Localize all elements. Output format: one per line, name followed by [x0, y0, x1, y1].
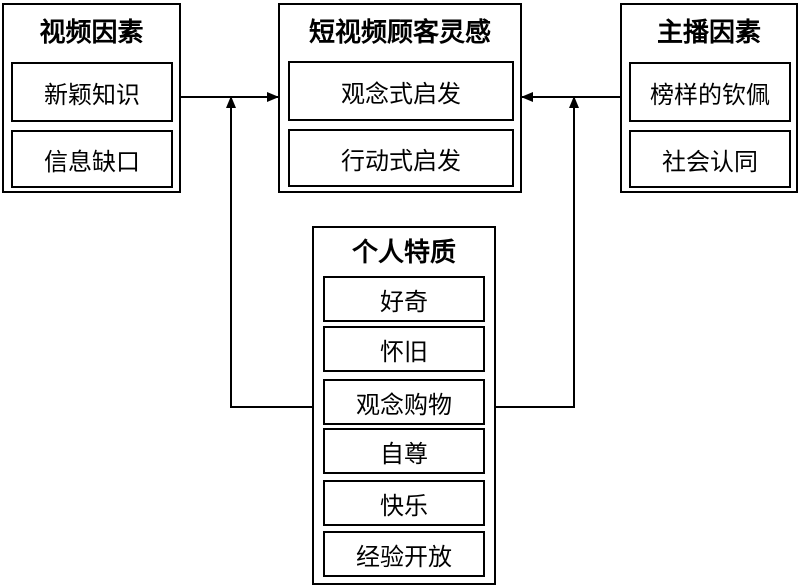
arrow-traits-to-video-link — [226, 96, 312, 408]
anchor-factor-item: 社会认同 — [629, 130, 791, 188]
inspiration-item: 观念式启发 — [288, 61, 514, 121]
inspiration-item: 行动式启发 — [288, 129, 514, 187]
personal-traits-box: 个人特质 好奇 怀旧 观念购物 自尊 快乐 经验开放 — [312, 226, 496, 585]
trait-item: 经验开放 — [323, 531, 485, 577]
video-factor-item: 新颖知识 — [11, 62, 173, 122]
trait-item: 自尊 — [323, 428, 485, 474]
anchor-factors-title: 主播因素 — [656, 18, 761, 48]
personal-traits-title: 个人特质 — [351, 238, 456, 268]
arrow-traits-to-anchor-link — [496, 96, 579, 408]
trait-item: 怀旧 — [323, 326, 485, 372]
trait-item: 好奇 — [323, 276, 485, 322]
trait-item: 快乐 — [323, 480, 485, 526]
video-factors-box: 视频因素 新颖知识 信息缺口 — [2, 3, 181, 193]
anchor-factors-box: 主播因素 榜样的钦佩 社会认同 — [620, 3, 798, 193]
video-factor-item: 信息缺口 — [11, 130, 173, 188]
customer-inspiration-box: 短视频顾客灵感 观念式启发 行动式启发 — [278, 3, 522, 193]
trait-item: 观念购物 — [323, 379, 485, 425]
video-factors-title: 视频因素 — [39, 18, 144, 48]
anchor-factor-item: 榜样的钦佩 — [629, 62, 791, 122]
customer-inspiration-title: 短视频顾客灵感 — [308, 18, 491, 48]
